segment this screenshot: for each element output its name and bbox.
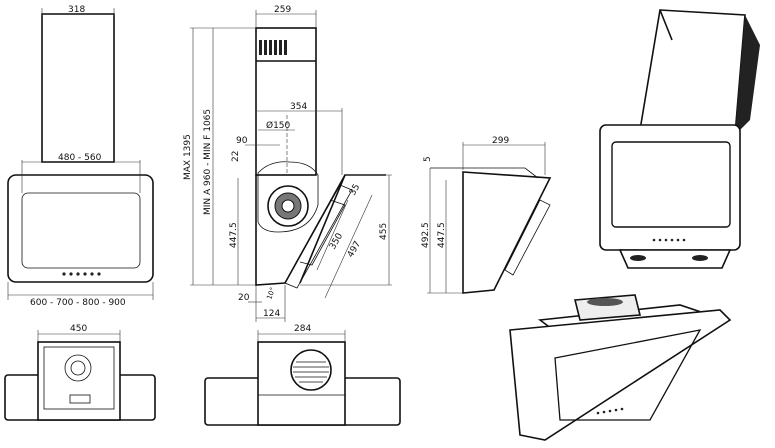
side-view-recirculation: 299 5 492.5 447.5 (421, 136, 552, 294)
dim-panel-width: 480 - 560 (58, 153, 102, 163)
dim-bottom-width: 450 (70, 324, 87, 334)
glass-panel (21, 192, 141, 269)
isometric-view-recirculation (509, 294, 732, 441)
dim-duct-offset: 354 (290, 102, 307, 112)
dim-max-height: MAX 1395 (183, 134, 193, 180)
dim-bottom-offset: 20 (238, 293, 250, 303)
dim-chimney-depth: 259 (274, 5, 291, 15)
dim-top-gap-2: 5 (423, 156, 433, 162)
dim-glass-length: 497 (346, 240, 363, 260)
motor-outline (64, 354, 92, 382)
bottom-view-side: 284 (204, 324, 401, 426)
dim-chimney-width: 318 (68, 5, 85, 15)
side-view: 259 MAX 1395 MIN A 960 - MIN F 1065 354 … (183, 5, 392, 322)
dim-body-height: 447.5 (229, 222, 239, 248)
dim-angle: 10° (265, 286, 277, 300)
dim-min-height: MIN A 960 - MIN F 1065 (203, 109, 213, 215)
dim-hood-width: 600 - 700 - 800 - 900 (30, 298, 126, 308)
dim-total-height: 455 (379, 223, 389, 240)
fan-motor (267, 185, 309, 227)
control-buttons (62, 272, 101, 276)
hood-body (7, 174, 154, 283)
chimney (41, 13, 115, 163)
front-view: 318 480 - 560 600 - 700 - 800 - 900 (7, 5, 154, 308)
bottom-view-front: 450 (4, 324, 156, 421)
dim-duct-center: 90 (236, 136, 248, 146)
dim-glass-offset: 35 (348, 183, 362, 198)
dim-duct-diameter: Ø150 (266, 120, 291, 131)
dim-bottom-depth: 124 (263, 309, 280, 319)
dim-total-height-2: 492.5 (421, 222, 431, 248)
dim-body-height-2: 447.5 (437, 222, 447, 248)
dim-bottom-side-width: 284 (294, 324, 311, 334)
dim-depth: 299 (492, 136, 509, 146)
isometric-view-chimney (599, 9, 760, 269)
vent-grille (259, 40, 287, 55)
dim-top-gap: 22 (231, 151, 241, 162)
dim-glass-inner: 350 (328, 231, 345, 251)
